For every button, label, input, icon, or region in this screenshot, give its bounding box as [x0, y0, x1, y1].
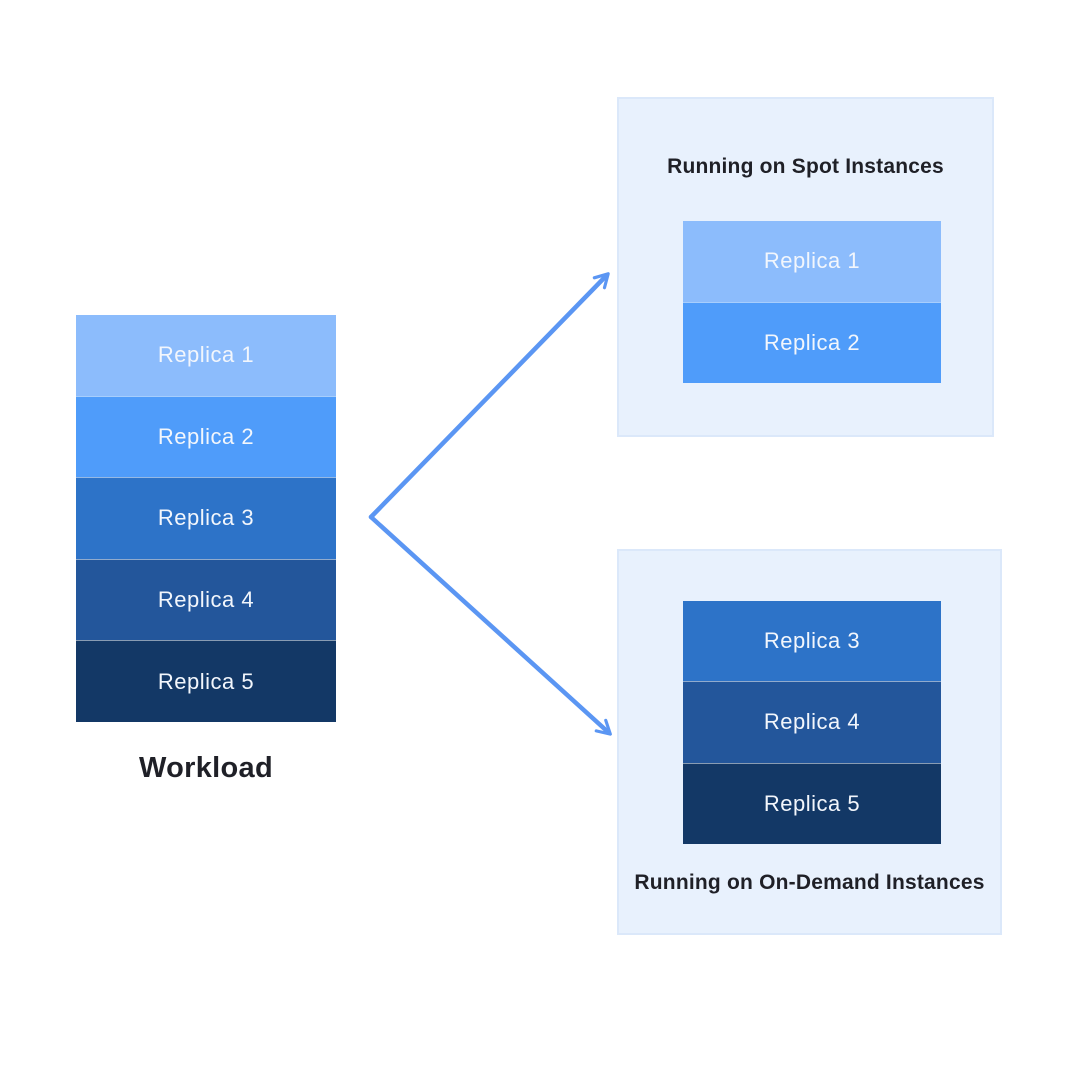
workload-to-ondemand-arrow: [368, 514, 612, 736]
workload-replica-1: Replica 1: [76, 315, 336, 396]
workload-replica-5: Replica 5: [76, 640, 336, 722]
workload-replica-2: Replica 2: [76, 395, 336, 478]
spot-panel-title: Running on Spot Instances: [667, 155, 944, 178]
flow-arrows: [368, 272, 612, 736]
workload-replica-4: Replica 4: [76, 558, 336, 641]
ondemand-instances-panel: Replica 3 Replica 4 Replica 5 Running on…: [617, 549, 1002, 935]
workload-to-spot-arrow: [368, 272, 610, 520]
workload-stack: Replica 1 Replica 2 Replica 3 Replica 4 …: [76, 315, 336, 722]
spot-replica-1: Replica 1: [683, 221, 941, 302]
workload-caption: Workload: [139, 752, 273, 784]
spot-replica-2: Replica 2: [683, 301, 941, 383]
spot-stack: Replica 1 Replica 2: [683, 221, 941, 383]
ondemand-replica-4: Replica 4: [683, 681, 941, 763]
ondemand-replica-5: Replica 5: [683, 762, 941, 844]
spot-instances-panel: Running on Spot Instances Replica 1 Repl…: [617, 97, 994, 437]
ondemand-stack: Replica 3 Replica 4 Replica 5: [683, 601, 941, 844]
ondemand-panel-title: Running on On-Demand Instances: [634, 871, 985, 894]
workload-replica-3: Replica 3: [76, 477, 336, 559]
ondemand-replica-3: Replica 3: [683, 601, 941, 682]
